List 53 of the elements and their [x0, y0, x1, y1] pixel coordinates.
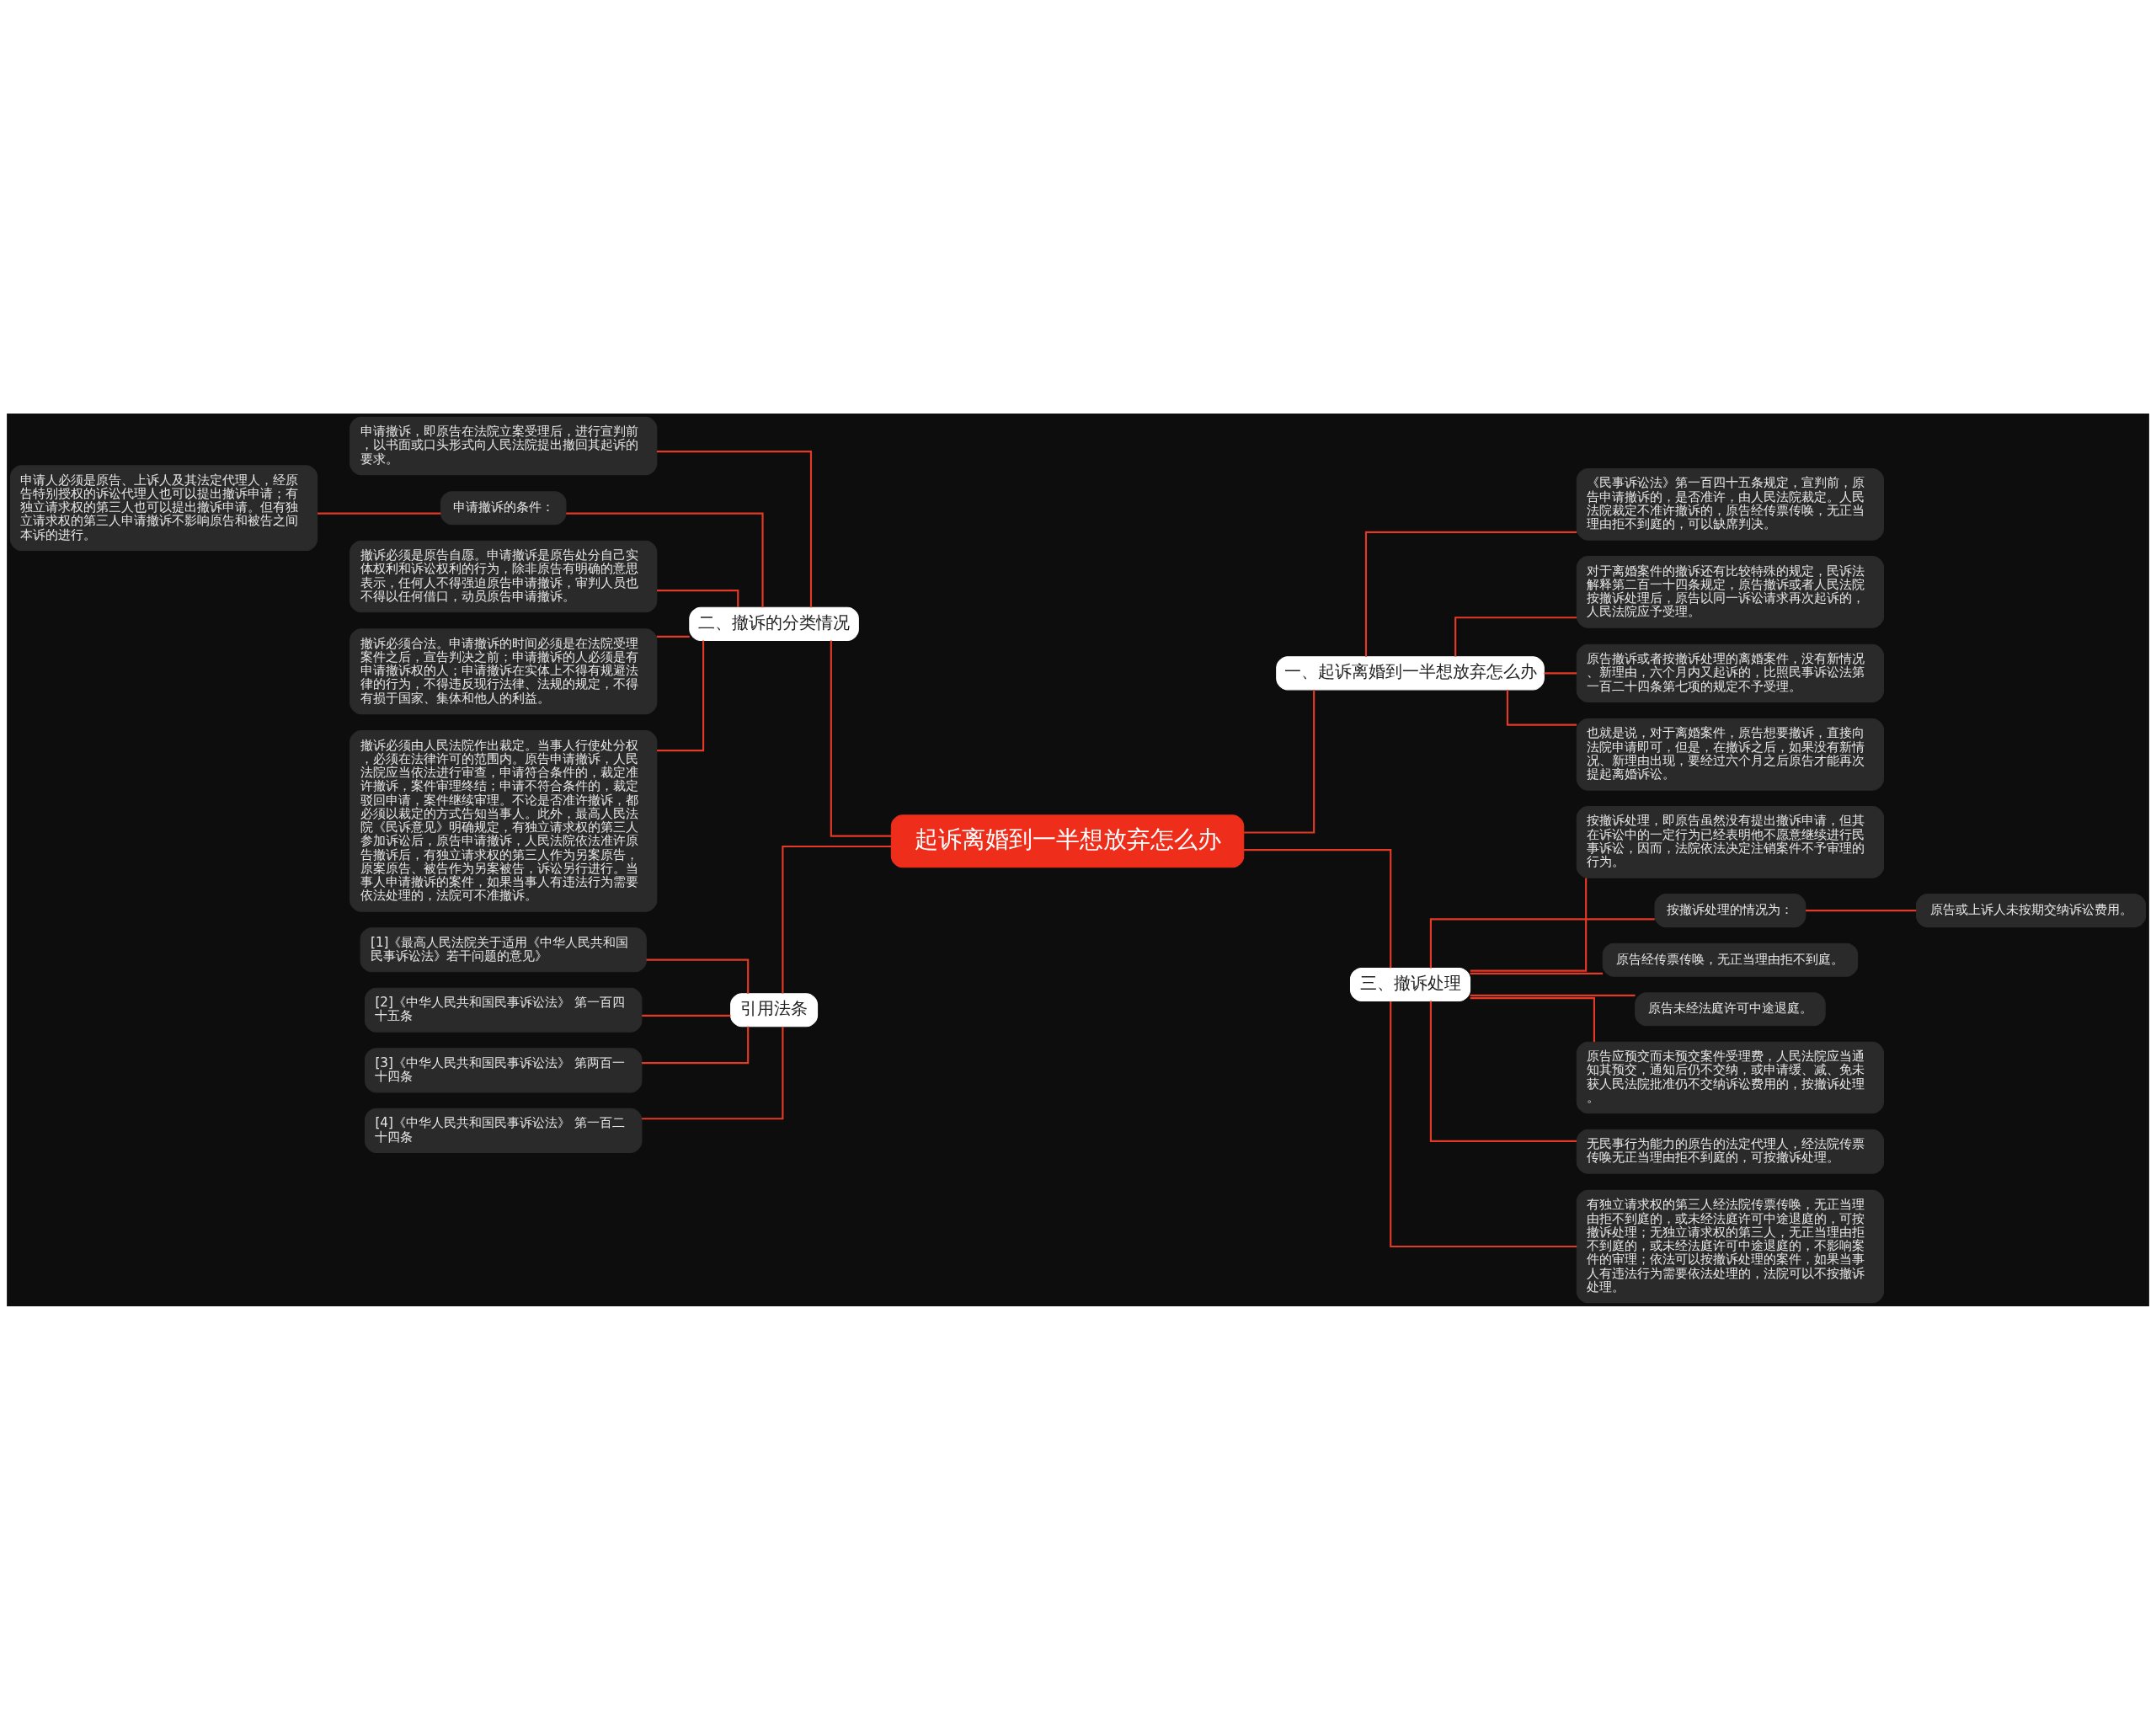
node-box: 二、撤诉的分类情况	[689, 606, 859, 641]
connector	[566, 512, 764, 607]
node-box: [1]《最高人民法院关于适用《中华人民共和国民事诉讼法》若干问题的意见》	[360, 926, 647, 972]
node-box: 三、撤诉处理	[1350, 967, 1471, 1001]
node-box: 原告经传票传唤，无正当理由拒不到庭。	[1602, 942, 1859, 977]
connector	[1454, 616, 1577, 656]
connector	[656, 450, 813, 607]
node-box: 原告撤诉或者按撤诉处理的离婚案件，没有新情况、新理由，六个月内又起诉的，比照民事诉讼法第一百二十四条第七项的规定不予受理。	[1576, 643, 1885, 702]
connector	[1470, 972, 1604, 974]
connector	[642, 1026, 750, 1064]
connector	[782, 845, 892, 994]
connector	[1506, 689, 1577, 726]
node-box: 有独立请求权的第三人经法院传票传唤，无正当理由拒不到庭的，或未经法庭许可中途退庭的，可按撤诉处理；无独立请求权的第三人，无正当理由拒不到庭的，或未经法庭许可中途退庭的，不影响案件的审理；依法可以按撤诉处理的案件，如果当事人有违法行为需要依法处理的，法院可以不按撤诉处理。	[1576, 1189, 1885, 1303]
connector	[1806, 909, 1917, 911]
connector	[1429, 1001, 1577, 1142]
connector	[642, 1026, 784, 1119]
connector	[1390, 1001, 1577, 1247]
node-box: 对于离婚案件的撤诉还有比较特殊的规定，民诉法解释第二百一十四条规定，原告撤诉或者人民法院按撤诉处理后，原告以同一诉讼请求再次起诉的，人民法院应予受理。	[1576, 555, 1885, 628]
node-box: 撤诉必须由人民法院作出裁定。当事人行使处分权，必须在法律许可的范围内。原告申请撤诉，人民法院应当依法进行审查，申请符合条件的，裁定准许撤诉，案件审理终结；申请不符合条件的，裁定驳回申请，案件继续审理。不论是否准许撤诉，都必须以裁定的方式告知当事人。此外，最高人民法院《民诉意见》明确规定，有独立请求权的第三人参加诉讼后，原告申请撤诉，人民法院依法准许原告撤诉后，有独立请求权的第三人作为另案原告，原案原告、被告作为另案被告，诉讼另行进行。当事人申请撤诉的案件，如果当事人有违法行为需要依法处理的，法院可不准撤诉。	[350, 729, 658, 912]
node-box: 原告应预交而未预交案件受理费，人民法院应当通知其预交，通知后仍不交纳，或申请缓、减、免未获人民法院批准仍不交纳诉讼费用的，按撤诉处理。	[1576, 1041, 1885, 1113]
node-box: 撤诉必须是原告自愿。申请撤诉是原告处分自己实体权利和诉讼权利的行为，除非原告有明确的意思表示，任何人不得强迫原告申请撤诉，审判人员也不得以任何借口，动员原告申请撤诉。	[350, 540, 658, 612]
node-box: 一、起诉离婚到一半想放弃怎么办	[1276, 655, 1545, 690]
connector	[657, 589, 739, 607]
connector	[1470, 877, 1588, 972]
node-box: 无民事行为能力的原告的法定代理人，经法院传票传唤无正当理由拒不到庭的，可按撤诉处理。	[1576, 1129, 1885, 1174]
connector	[1429, 917, 1655, 968]
connector	[642, 1014, 731, 1017]
node-box: 也就是说，对于离婚案件，原告想要撤诉，直接向法院申请即可，但是，在撤诉之后，如果没有新情况、新理由出现，要经过六个月之后原告才能再次提起离婚诉讼。	[1576, 718, 1885, 791]
node-box: 原告或上诉人未按期交纳诉讼费用。	[1915, 893, 2147, 927]
connector	[1244, 689, 1315, 834]
connector	[1364, 531, 1577, 657]
node-box: [3]《中华人民共和国民事诉讼法》 第两百一十四条	[364, 1047, 643, 1092]
connector	[656, 635, 690, 638]
node-box: 按撤诉处理的情况为：	[1654, 893, 1806, 927]
node-box: [2]《中华人民共和国民事诉讼法》 第一百四十五条	[364, 987, 643, 1033]
connector	[646, 958, 750, 994]
connector	[830, 640, 891, 837]
connector	[1470, 996, 1595, 1042]
node-box: 撤诉必须合法。申请撤诉的时间必须是在法院受理案件之后，宣告判决之前；申请撤诉的人必须是有申请撤诉权的人；申请撤诉在实体上不得有规避法律的行为，不得违反现行法律、法规的规定，不得有损于国家、集体和他人的利益。	[350, 627, 658, 714]
node-box: 申请撤诉，即原告在法院立案受理后，进行宣判前，以书面或口头形式向人民法院提出撤回其起诉的要求。	[350, 416, 658, 475]
node-box: 原告未经法庭许可中途退庭。	[1635, 991, 1826, 1026]
connector	[1470, 994, 1636, 996]
connector	[1544, 671, 1577, 674]
node-box: 《民事诉讼法》第一百四十五条规定，宣判前，原告申请撤诉的，是否准许，由人民法院裁定。人民法院裁定不准许撤诉的，原告经传票传唤，无正当理由拒不到庭的，可以缺席判决。	[1576, 467, 1885, 541]
node-box: 引用法条	[730, 992, 819, 1027]
node-box: 申请撤诉的条件：	[440, 490, 567, 525]
connector	[318, 512, 441, 515]
node-box: 按撤诉处理，即原告虽然没有提出撤诉申请，但其在诉讼中的一定行为已经表明他不愿意继续进行民事诉讼，因而，法院依法决定注销案件不予审理的行为。	[1576, 805, 1885, 878]
node-box: 申请人必须是原告、上诉人及其法定代理人，经原告特别授权的诉讼代理人也可以提出撤诉申请；有独立请求权的第三人也可以提出撤诉申请。但有独立请求权的第三人申请撤诉不影响原告和被告之间本诉的进行。	[9, 464, 318, 551]
node-box: 起诉离婚到一半想放弃怎么办	[890, 814, 1245, 868]
node-box: [4]《中华人民共和国民事诉讼法》 第一百二十四条	[364, 1108, 643, 1153]
connector	[657, 640, 705, 751]
connector	[1243, 848, 1392, 968]
